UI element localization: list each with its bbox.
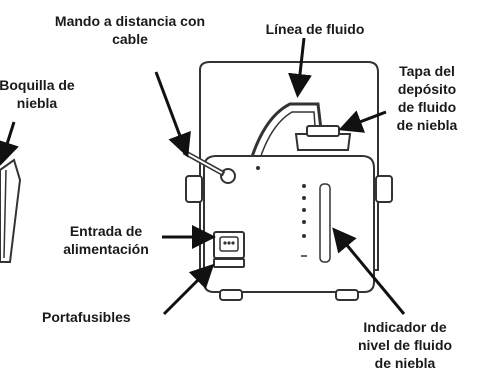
fuse-holder [213, 258, 245, 268]
remote-label: Mando a distancia con cable [30, 12, 230, 48]
level-mark-3 [302, 208, 306, 212]
power-pin-1 [223, 241, 227, 245]
fluid-line-label: Línea de fluido [240, 20, 390, 38]
nozzle-label-line-1: Boquilla de [0, 77, 75, 93]
power-pin-3 [231, 241, 235, 245]
fog-nozzle-partial [0, 158, 22, 263]
tank-cap-label-line-1: Tapa del [399, 63, 455, 79]
body-indicator-dot [256, 166, 260, 170]
level-indicator-label: Indicador de nivel de fluido de niebla [340, 318, 470, 372]
fuse-holder-label-text: Portafusibles [42, 309, 131, 325]
tank-cap-label: Tapa del depósito de fluido de niebla [382, 62, 472, 134]
fuse-holder-label: Portafusibles [42, 308, 131, 326]
level-mark-2 [302, 196, 306, 200]
level-indicator-label-line-3: de niebla [374, 355, 436, 371]
level-mark-4 [302, 220, 306, 224]
arrow-tank-cap [338, 110, 387, 133]
left-foot [219, 289, 243, 301]
level-indicator-label-line-2: nivel de fluido [357, 337, 453, 353]
nozzle-label: Boquilla de niebla [0, 76, 82, 112]
power-pin-2 [227, 241, 231, 245]
power-inlet-label: Entrada de alimentación [48, 222, 164, 258]
fluid-line-label-text: Línea de fluido [265, 21, 365, 37]
left-bracket-knob [185, 175, 203, 203]
remote-label-line-2: cable [112, 31, 148, 47]
level-mark-1 [302, 184, 306, 188]
level-mark-5 [302, 234, 306, 238]
tank-cap-label-line-3: de fluido [397, 99, 457, 115]
fog-nozzle-edge [3, 169, 7, 259]
arrow-remote [154, 71, 191, 158]
arrow-fuse-holder [162, 263, 215, 316]
tank-cap-top [306, 125, 340, 137]
arrow-level-indicator [332, 227, 406, 315]
right-bracket-knob [375, 175, 393, 203]
arrow-nozzle [0, 121, 19, 166]
level-indicator-label-line-1: Indicador de [363, 319, 447, 335]
machine-body [203, 155, 375, 293]
remote-cable-inner [185, 152, 223, 174]
nozzle-label-line-2: niebla [16, 95, 58, 111]
power-inlet [213, 231, 245, 259]
level-indicator-window [319, 183, 331, 263]
power-inlet-socket [219, 236, 239, 252]
tank-cap-label-line-4: de niebla [396, 117, 458, 133]
right-foot [335, 289, 359, 301]
tank-cap-label-line-2: depósito [397, 81, 457, 97]
power-inlet-label-line-1: Entrada de [69, 223, 143, 239]
remote-label-line-1: Mando a distancia con [54, 13, 206, 29]
arrow-fluid-line [288, 37, 312, 98]
power-inlet-label-line-2: alimentación [63, 241, 149, 257]
